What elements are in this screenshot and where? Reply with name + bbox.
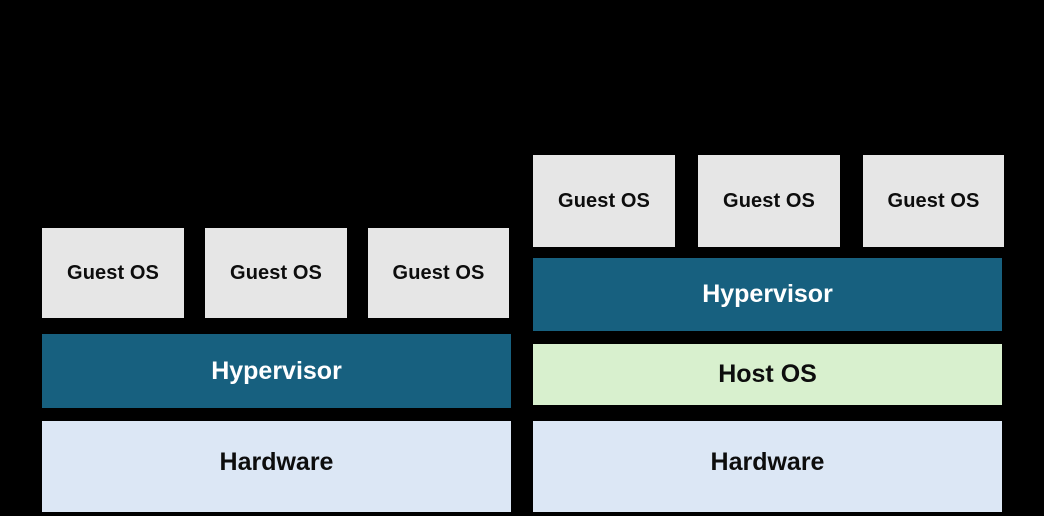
guest-os-box-2: Guest OS (205, 228, 347, 318)
guest-os-box-2: Guest OS (698, 155, 840, 247)
guest-os-box-1: Guest OS (533, 155, 675, 247)
hardware-layer: Hardware (533, 421, 1002, 512)
guest-os-box-3: Guest OS (863, 155, 1004, 247)
hypervisor-layer: Hypervisor (42, 334, 511, 408)
guest-os-box-1: Guest OS (42, 228, 184, 318)
guest-os-row-type-2: Guest OS Guest OS Guest OS (533, 155, 1004, 247)
hardware-layer: Hardware (42, 421, 511, 512)
guest-os-row-type-1: Guest OS Guest OS Guest OS (42, 228, 509, 318)
virtualization-stack-type-1: Guest OS Guest OS Guest OS Hypervisor Ha… (42, 228, 511, 512)
hypervisor-layer: Hypervisor (533, 258, 1002, 331)
host-os-layer: Host OS (533, 344, 1002, 405)
guest-os-box-3: Guest OS (368, 228, 509, 318)
virtualization-stack-type-2: Guest OS Guest OS Guest OS Hypervisor Ho… (522, 0, 1044, 516)
